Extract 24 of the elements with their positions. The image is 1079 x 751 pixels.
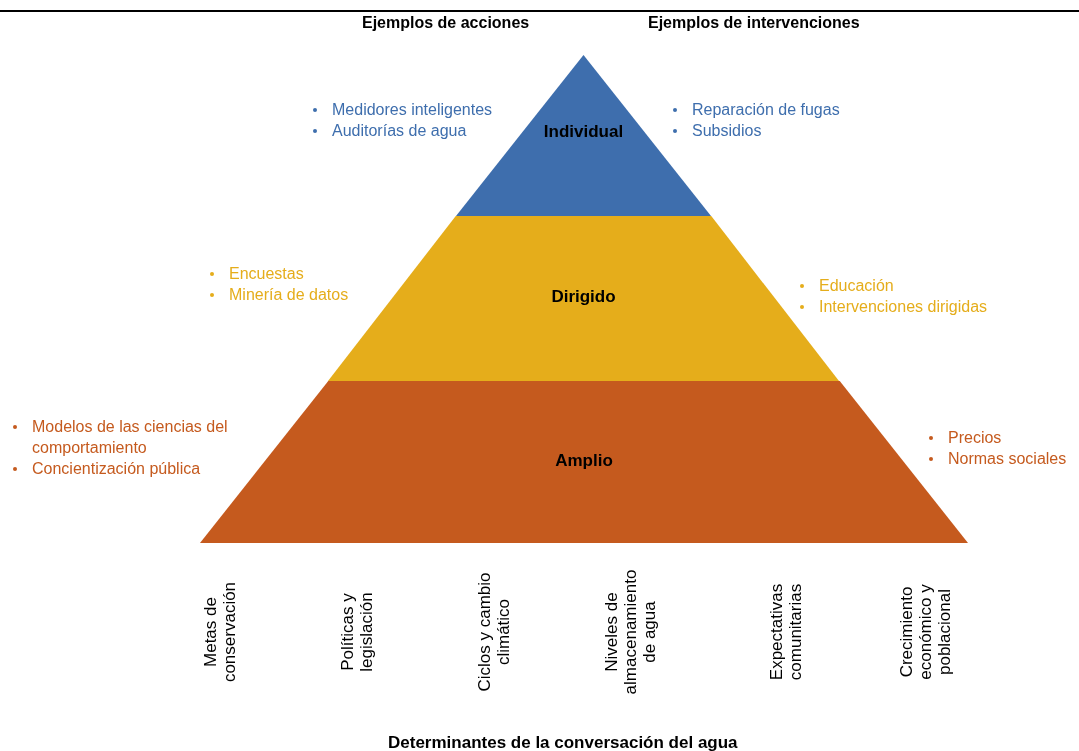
heading-text: Determinantes de la conversación del agua	[388, 733, 738, 751]
bullet-item: Intervenciones dirigidas	[795, 296, 1035, 317]
determinant-label: Expectativas comunitarias	[767, 582, 805, 683]
bullet-item: Minería de datos	[205, 284, 405, 305]
determinant-label: Metas de conservación	[201, 580, 239, 685]
bullet-item: Normas sociales	[924, 448, 1079, 469]
heading-text: Ejemplos de acciones	[362, 14, 530, 32]
bullet-item: Medidores inteligentes	[308, 99, 528, 120]
layer-label: Individual	[543, 122, 624, 142]
bullet-item: Reparación de fugas	[668, 99, 888, 120]
determinant-label: Niveles de almacenamiento de agua	[601, 568, 659, 697]
bullet-item: Educación	[795, 275, 1035, 296]
bullet-item: Auditorías de agua	[308, 120, 528, 141]
bullet-item: Modelos de las ciencias del comportamiento	[8, 416, 258, 458]
bullet-item: Encuestas	[205, 263, 405, 284]
bullet-item: Precios	[924, 427, 1079, 448]
layer-label: Amplio	[555, 451, 613, 471]
determinant-label: Ciclos y cambio climático	[475, 571, 513, 694]
heading-text: Ejemplos de intervenciones	[648, 14, 860, 32]
bullet-item: Concientización pública	[8, 458, 258, 479]
bullet-item: Subsidios	[668, 120, 888, 141]
determinant-label: Políticas y legislación	[338, 591, 376, 674]
determinant-label: Crecimiento económico y poblacional	[896, 583, 954, 682]
layer-label: Dirigido	[551, 287, 616, 307]
